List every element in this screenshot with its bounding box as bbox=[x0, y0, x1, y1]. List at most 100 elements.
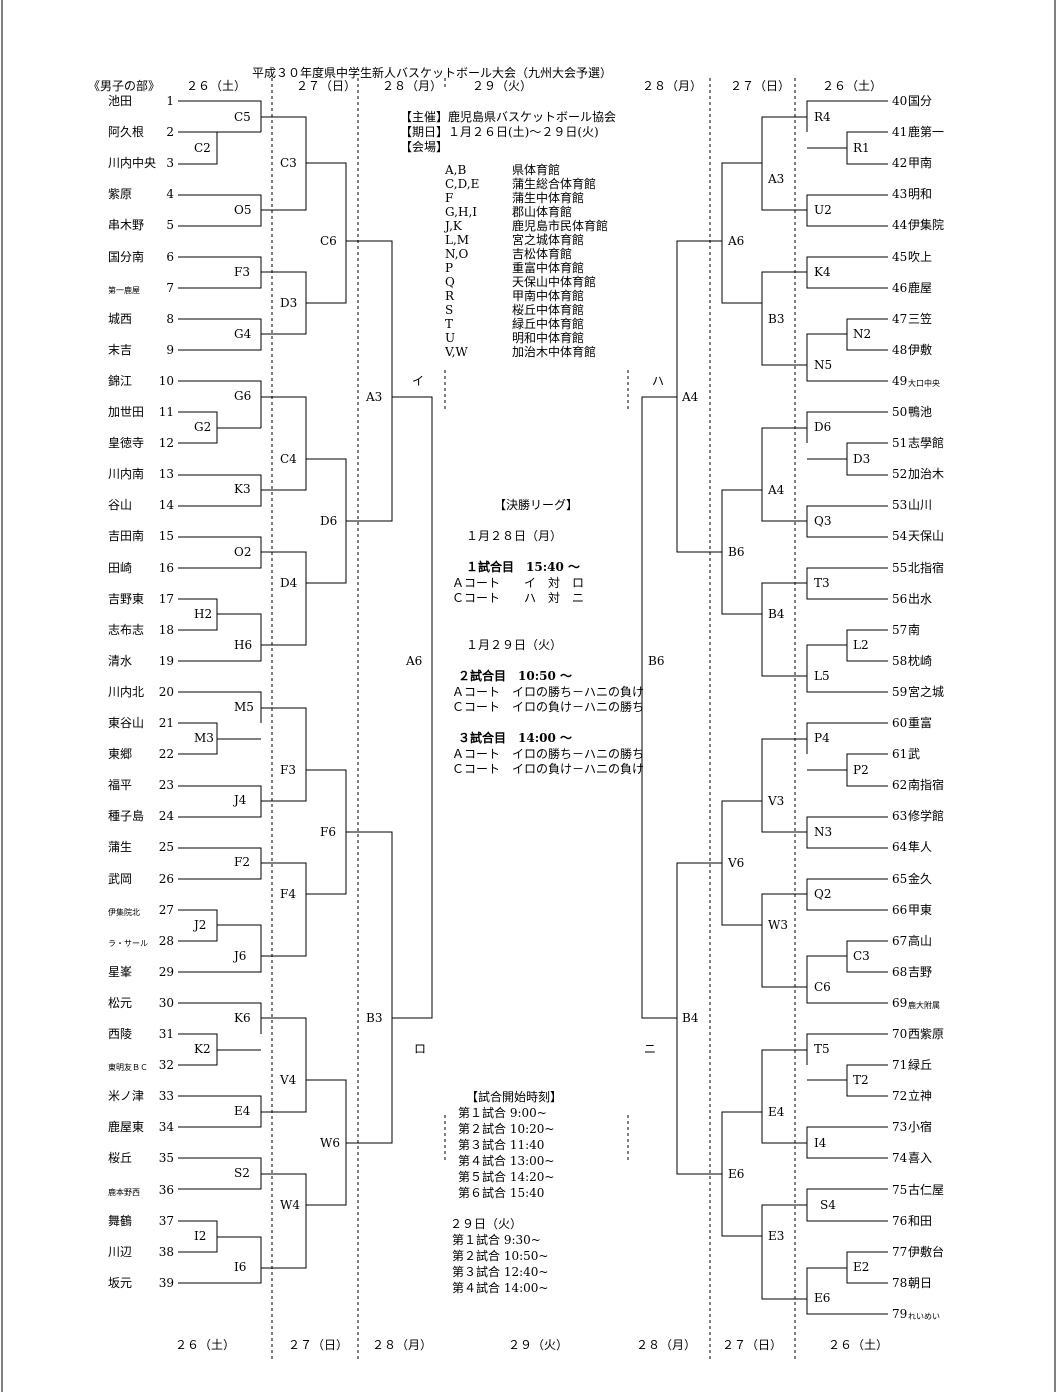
day-footer: ２９（火） bbox=[508, 1338, 569, 1352]
venue-place: 加治木中体育館 bbox=[512, 345, 597, 359]
team-name: 坂元 bbox=[108, 1275, 133, 1290]
day-header: ２６（土） bbox=[186, 79, 247, 93]
team-name: 小宿 bbox=[908, 1120, 933, 1135]
team-number: 52 bbox=[892, 467, 908, 482]
team-number: 61 bbox=[892, 747, 908, 762]
team-number: 27 bbox=[158, 902, 174, 917]
venue-code: S bbox=[445, 303, 454, 317]
venue-code: G,H,I bbox=[445, 205, 477, 219]
day-footer: ２７（日） bbox=[288, 1338, 349, 1352]
day-footer: ２６（土） bbox=[828, 1338, 889, 1352]
dates-line: 【期日】１月２６日(土)～２９日(火) bbox=[400, 125, 599, 139]
day-header: ２９（火） bbox=[472, 79, 533, 93]
venue-code: T bbox=[445, 317, 454, 331]
match-code: L5 bbox=[814, 669, 830, 683]
team-name: 西陵 bbox=[108, 1027, 133, 1041]
team-number: 25 bbox=[158, 840, 174, 855]
team-number: 41 bbox=[892, 125, 908, 140]
time-slot: 第４試合 13:00~ bbox=[458, 1154, 555, 1168]
team-name: 吉野 bbox=[908, 964, 933, 979]
team-number: 46 bbox=[892, 280, 908, 295]
league-game1-c: Ｃコート ハ 対 ニ bbox=[452, 591, 585, 605]
team-number: 11 bbox=[158, 405, 174, 419]
team-number: 59 bbox=[892, 684, 908, 699]
team-name: 枕崎 bbox=[908, 653, 933, 668]
match-code: C4 bbox=[280, 452, 297, 466]
team-name: 国分 bbox=[908, 94, 933, 108]
match-code: D3 bbox=[853, 452, 871, 466]
team-name: 南 bbox=[908, 622, 921, 637]
match-code: C2 bbox=[194, 141, 211, 155]
team-name: 修学館 bbox=[908, 809, 945, 824]
match-code: V4 bbox=[280, 1073, 297, 1087]
team-number: 65 bbox=[892, 871, 908, 886]
team-number: 73 bbox=[892, 1120, 908, 1135]
team-name: 緑丘 bbox=[908, 1058, 933, 1073]
league-game3: ３試合目 14:00 ～ bbox=[458, 731, 573, 745]
match-code: I2 bbox=[194, 1229, 207, 1243]
team-name: 伊集院 bbox=[908, 218, 945, 233]
team-name: 古仁屋 bbox=[908, 1182, 945, 1197]
match-code: H6 bbox=[234, 638, 253, 652]
team-number: 17 bbox=[158, 591, 174, 606]
match-code: I4 bbox=[814, 1136, 827, 1150]
team-number: 76 bbox=[892, 1213, 908, 1228]
team-name: 大口中央 bbox=[908, 378, 940, 388]
time-slot: 第４試合 14:00~ bbox=[452, 1281, 549, 1295]
team-name: 天保山 bbox=[908, 529, 945, 544]
team-number: 53 bbox=[892, 498, 908, 513]
team-name: 田崎 bbox=[108, 560, 133, 575]
match-code: J2 bbox=[194, 918, 207, 932]
team-name: 末吉 bbox=[108, 342, 133, 357]
team-name: 東谷山 bbox=[108, 716, 145, 730]
match-code: K4 bbox=[814, 265, 831, 279]
team-number: 77 bbox=[892, 1244, 908, 1259]
team-name: ラ・サール bbox=[108, 938, 148, 948]
team-name: 志布志 bbox=[108, 622, 145, 637]
match-code: V6 bbox=[728, 856, 745, 870]
team-name: 吉田南 bbox=[108, 529, 145, 544]
match-code: B3 bbox=[366, 1011, 383, 1025]
team-number: 71 bbox=[892, 1058, 908, 1073]
match-code: B4 bbox=[768, 607, 785, 621]
team-name: 山川 bbox=[908, 498, 933, 513]
match-code: Q3 bbox=[814, 514, 832, 528]
match-code: C6 bbox=[814, 980, 831, 994]
match-code: E6 bbox=[814, 1291, 831, 1305]
day-header: ２７（日） bbox=[730, 79, 791, 93]
team-name: 吉野東 bbox=[108, 591, 145, 606]
team-name: 甲東 bbox=[908, 902, 933, 917]
match-code: G4 bbox=[234, 327, 252, 341]
match-code: A4 bbox=[682, 390, 699, 404]
match-code: B6 bbox=[648, 654, 665, 668]
day-footer: ２６（土） bbox=[175, 1338, 236, 1352]
league-game2-c: Ｃコート イロの負け－ハニの勝ち bbox=[452, 700, 645, 714]
match-code: V3 bbox=[768, 794, 785, 808]
team-name: 阿久根 bbox=[108, 125, 145, 140]
team-number: 2 bbox=[166, 125, 174, 140]
team-number: 78 bbox=[892, 1275, 908, 1290]
team-name: 星峯 bbox=[108, 964, 133, 979]
team-number: 3 bbox=[166, 156, 174, 171]
venue-code: C,D,E bbox=[445, 177, 480, 191]
day-header: ２８（月） bbox=[642, 79, 703, 93]
team-number: 8 bbox=[166, 311, 174, 326]
match-code: F3 bbox=[280, 763, 296, 777]
block-label: ロ bbox=[414, 1042, 427, 1056]
team-name: 国分南 bbox=[108, 249, 145, 264]
team-name: 武岡 bbox=[108, 871, 133, 886]
block-label: ニ bbox=[644, 1042, 657, 1056]
team-number: 50 bbox=[892, 405, 908, 419]
team-name: 鹿第一 bbox=[908, 125, 945, 140]
time-slot: 第１試合 9:00~ bbox=[458, 1106, 547, 1120]
team-name: 種子島 bbox=[108, 809, 145, 824]
team-name: 紫原 bbox=[108, 187, 133, 202]
team-name: 鹿屋東 bbox=[108, 1120, 145, 1135]
team-number: 20 bbox=[158, 684, 174, 699]
venue-place: 宮之城体育館 bbox=[512, 233, 585, 247]
times-day29: ２９日（火） bbox=[450, 1217, 523, 1231]
team-number: 14 bbox=[158, 498, 174, 513]
team-name: 鴨池 bbox=[908, 405, 933, 419]
venue-code: U bbox=[445, 331, 456, 345]
match-code: A4 bbox=[768, 483, 785, 497]
